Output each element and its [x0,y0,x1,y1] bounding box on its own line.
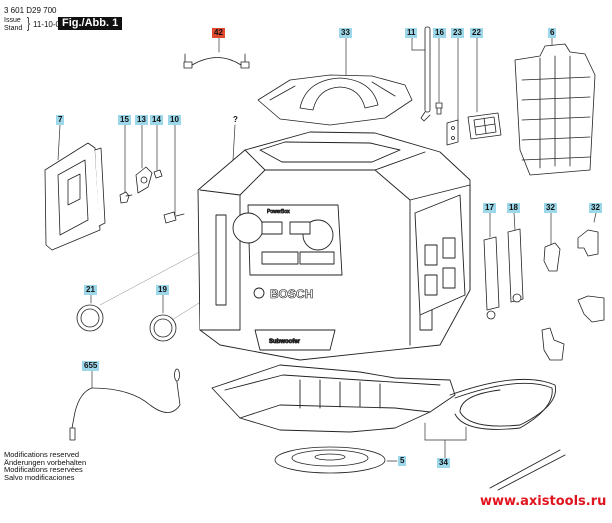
part-17-drawing [484,237,499,319]
part-label-15[interactable]: 15 [118,115,131,125]
speaker-label-text: Subwoofer [269,339,301,345]
part-34-drawing [450,379,565,490]
part-33-drawing [258,75,412,125]
part-16-drawing [436,103,442,114]
part-23-drawing [447,120,458,145]
issue-label: Issue Stand [4,17,22,33]
part-18-drawing [508,229,523,302]
part-label-42[interactable]: 42 [212,28,225,38]
brace-icon: } [27,15,31,32]
part-label-33[interactable]: 33 [339,28,352,38]
part-label-14[interactable]: 14 [150,115,163,125]
part-label-16[interactable]: 16 [433,28,446,38]
part-22-drawing [468,113,501,139]
part-13-drawing [136,167,152,193]
website-watermark[interactable]: www.axistools.ru [480,494,607,509]
part-label-22[interactable]: 22 [470,28,483,38]
part-32-drawing [542,230,604,360]
part-label-19[interactable]: 19 [156,285,169,295]
part-21-drawing [77,305,103,331]
part-7-drawing [45,143,105,250]
modifications-en: Modifications reserved [4,450,80,459]
figure-title: Fig./Abb. 1 [58,17,123,30]
modifications-notice: Modifications reserved Änderungen vorbeh… [4,451,86,481]
issue-label-de: Stand [4,25,23,32]
modifications-fr: Modifications reservées [4,465,83,475]
part-label-13[interactable]: 13 [135,115,148,125]
part-label-10[interactable]: 10 [168,115,181,125]
part-5-drawing [275,447,385,473]
brand-text: BOSCH [270,287,313,301]
issue-label-en: Issue [4,17,21,24]
part-10-drawing [164,212,184,223]
part-label-6[interactable]: 6 [548,28,557,38]
modifications-de: Änderungen vorbehalten [4,457,87,467]
part-15-drawing [120,192,132,203]
part-label-32a[interactable]: 32 [544,203,557,213]
part-label-655[interactable]: 655 [82,361,100,371]
part-label-21[interactable]: 21 [84,285,97,295]
part-label-5[interactable]: 5 [398,456,407,466]
part-label-11[interactable]: 11 [405,28,418,38]
part-label-23[interactable]: 23 [451,28,464,38]
modifications-es: Salvo modificaciones [4,472,75,482]
issue-date: 11-10-07 [33,20,65,29]
part-655-drawing [70,369,180,440]
part-42-drawing [184,54,249,68]
part-label-7[interactable]: 7 [56,115,65,125]
part-label-32b[interactable]: 32 [589,203,602,213]
panel-title-text: PowerBox [267,209,290,215]
base-housing-drawing [212,365,455,432]
part-6-drawing [515,44,595,175]
part-14-drawing [154,170,162,178]
part-11-drawing [421,27,430,121]
main-housing-drawing [198,132,470,360]
document-number: 3 601 D29 700 [4,6,57,15]
part-label-18[interactable]: 18 [507,203,520,213]
part-label-17[interactable]: 17 [483,203,496,213]
part-label-unknown[interactable]: ? [233,115,238,124]
part-label-34[interactable]: 34 [437,458,450,468]
part-19-drawing [150,315,176,341]
